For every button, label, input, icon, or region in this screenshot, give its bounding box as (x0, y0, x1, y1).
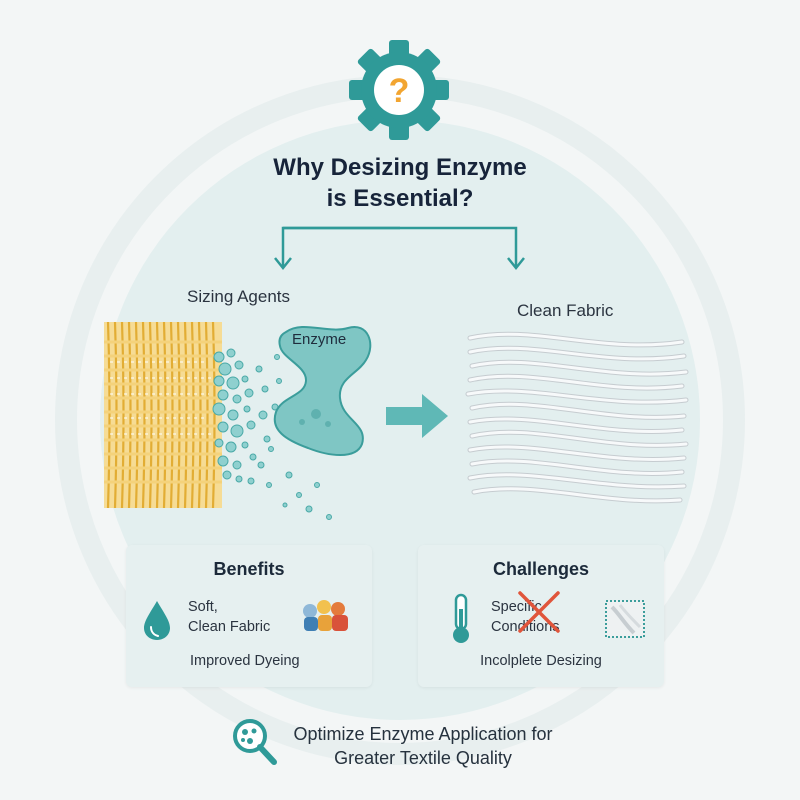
enzyme-molecule-icon (268, 320, 378, 460)
enzyme-label: Enzyme (292, 331, 347, 348)
challenges-title: Challenges (492, 559, 590, 579)
footer-call-to-action: Optimize Enzyme Application for Greater … (293, 724, 553, 768)
water-drop-icon (142, 599, 172, 641)
benefits-card: Benefits Soft, Clean Fabric Improved Dye… (126, 545, 372, 687)
split-arrows (270, 222, 530, 272)
challenges-card: Challenges Specific Conditions Incolplet… (418, 545, 664, 687)
color-dyeing-icon (300, 599, 354, 635)
process-arrow-icon (386, 392, 450, 440)
page-title: Why Desizing Enzyme is Essential? (273, 154, 527, 212)
sized-fabric-illustration (104, 322, 232, 508)
magnifier-icon (230, 716, 280, 768)
svg-text:?: ? (389, 72, 410, 110)
sizing-agents-label: Sizing Agents (187, 287, 291, 306)
clean-fabric-illustration (462, 324, 692, 514)
cross-mark-icon (514, 589, 564, 635)
benefits-title: Benefits (213, 559, 285, 579)
thermometer-icon (448, 593, 474, 645)
fabric-swatch-icon (604, 599, 646, 639)
benefit-soft-fabric: Soft, Clean Fabric (188, 599, 271, 635)
challenge-incomplete-desizing: Incolplete Desizing (480, 653, 602, 669)
enzyme-particles (205, 345, 345, 530)
benefit-improved-dyeing: Improved Dyeing (190, 653, 300, 669)
question-gear-icon: ? (347, 38, 451, 142)
clean-fabric-label: Clean Fabric (517, 301, 614, 320)
